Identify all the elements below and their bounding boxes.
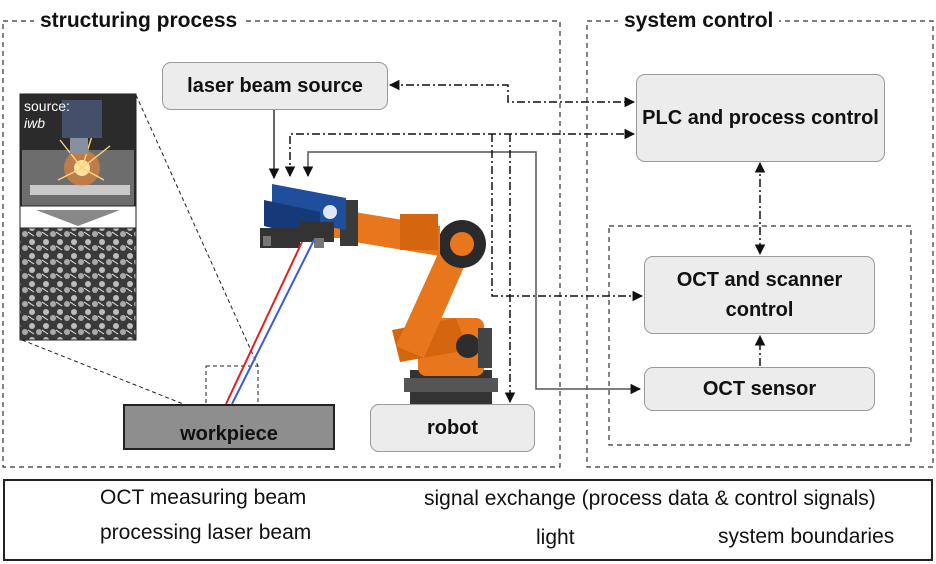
process-photo: [19, 93, 137, 341]
structuring-process-boundary: [2, 20, 561, 468]
robot-box: robot: [370, 404, 535, 452]
legend-oct-label: OCT measuring beam: [100, 486, 307, 509]
workpiece-box: workpiece: [123, 404, 335, 450]
oct-scanner-control-box: OCT and scanner control: [644, 256, 875, 334]
legend: [3, 479, 933, 561]
oct-sensor-box: OCT sensor: [644, 367, 875, 411]
legend-light-label: light: [536, 526, 575, 549]
legend-boundary-label: system boundaries: [718, 525, 895, 548]
laser-beam-line: [225, 241, 303, 405]
photo-source-prefix: source:: [24, 98, 70, 114]
legend-signal-label: signal exchange (process data & control …: [424, 487, 876, 510]
signal-head-oct-control: [491, 134, 644, 302]
signal-laser-plc: [388, 79, 636, 108]
zoom-triangle-icon: [36, 210, 120, 226]
zoom-line-bottom: [21, 339, 207, 414]
photo-source-name: iwb: [24, 115, 46, 131]
scanner-head: [260, 184, 346, 248]
section-title-control: system control: [618, 10, 780, 32]
plc-process-control-box: PLC and process control: [636, 74, 885, 162]
oct-beam-line: [231, 239, 315, 405]
photo-source-label: source: iwb: [24, 98, 70, 132]
robot-illustration: [330, 200, 498, 420]
laser-beam-source-box: laser beam source: [162, 62, 388, 110]
section-title-structuring: structuring process: [34, 10, 244, 32]
zoom-line-top: [135, 94, 259, 367]
signal-head-plc: [284, 128, 636, 178]
legend-laser-label: processing laser beam: [100, 521, 312, 544]
